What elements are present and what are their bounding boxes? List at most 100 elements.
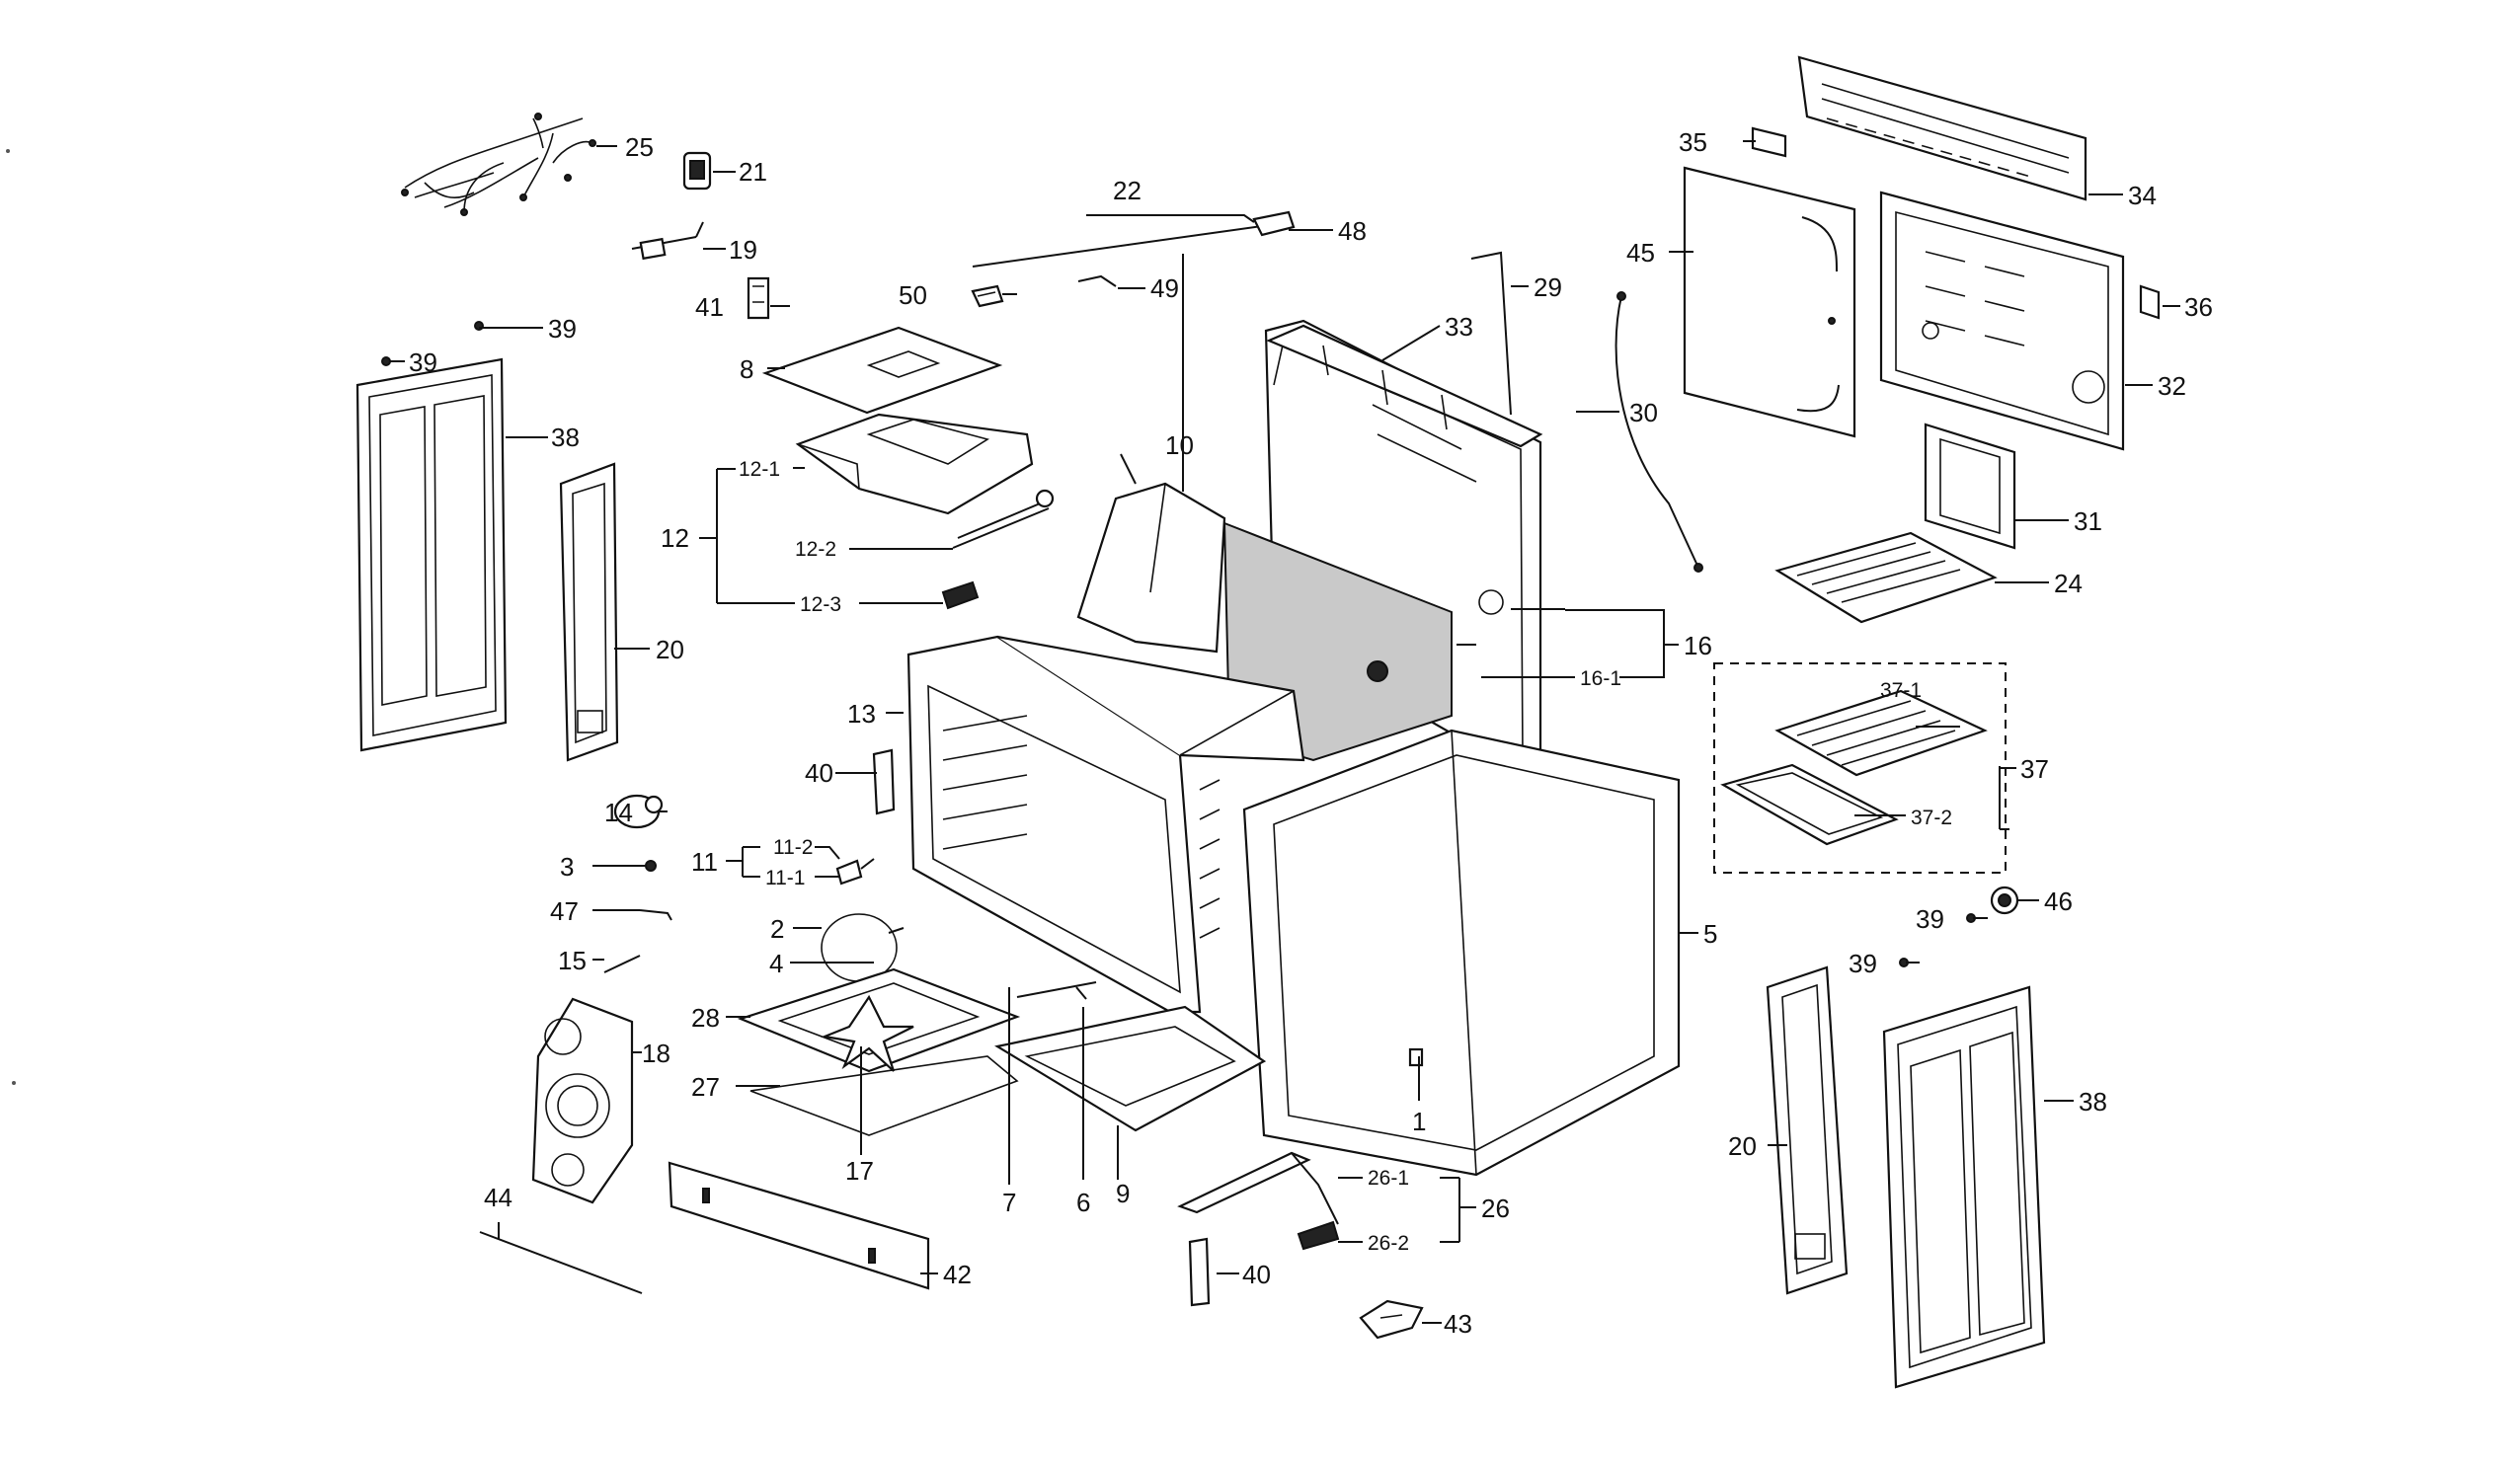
label-35: 35 bbox=[1679, 127, 1707, 157]
label-39-b: 39 bbox=[409, 347, 437, 377]
label-11-2: 11-2 bbox=[773, 836, 813, 859]
part-20-left-side-trim bbox=[559, 462, 619, 762]
label-16-1: 16-1 bbox=[1580, 667, 1621, 690]
label-38-a: 38 bbox=[551, 423, 580, 452]
part-37-1-rack bbox=[1774, 689, 1988, 777]
label-40-a: 40 bbox=[805, 758, 833, 788]
part-17-fan-blade bbox=[820, 994, 914, 1072]
label-16: 16 bbox=[1684, 631, 1712, 660]
label-17: 17 bbox=[845, 1156, 874, 1186]
label-26-1: 26-1 bbox=[1368, 1167, 1409, 1190]
part-19-power-cord bbox=[631, 221, 704, 261]
label-30: 30 bbox=[1629, 398, 1658, 427]
part-6-7-trims bbox=[1016, 981, 1097, 1000]
part-45-panel bbox=[1683, 166, 1856, 438]
part-20-right-side-trim bbox=[1766, 965, 1849, 1295]
part-25-wire-harness bbox=[401, 113, 596, 216]
label-10: 10 bbox=[1165, 430, 1194, 460]
label-6: 6 bbox=[1076, 1188, 1090, 1217]
label-3: 3 bbox=[560, 852, 574, 882]
part-34-rear-panel-top bbox=[1797, 55, 2087, 201]
part-33-top-bracket bbox=[1266, 324, 1543, 448]
part-21-switch bbox=[682, 151, 712, 191]
part-12-3-sensor bbox=[941, 580, 980, 610]
label-4: 4 bbox=[769, 949, 783, 978]
label-46: 46 bbox=[2044, 887, 2073, 916]
label-25: 25 bbox=[625, 132, 654, 162]
label-11: 11 bbox=[691, 847, 718, 877]
label-37-2: 37-2 bbox=[1911, 807, 1952, 829]
part-30-cable bbox=[1614, 291, 1703, 573]
label-33: 33 bbox=[1445, 312, 1473, 342]
label-50: 50 bbox=[899, 280, 927, 310]
part-22-rod bbox=[972, 224, 1270, 268]
label-22: 22 bbox=[1113, 176, 1142, 205]
label-5: 5 bbox=[1703, 919, 1717, 949]
label-8: 8 bbox=[740, 354, 753, 384]
label-41: 41 bbox=[695, 292, 724, 322]
part-10-top-shield bbox=[1076, 482, 1226, 654]
part-48-connector bbox=[1252, 210, 1296, 237]
part-38-left-side-panel bbox=[355, 357, 508, 752]
part-14-knob bbox=[613, 794, 664, 829]
label-9: 9 bbox=[1116, 1179, 1130, 1208]
part-36-bracket bbox=[2139, 284, 2161, 320]
label-36: 36 bbox=[2184, 292, 2213, 322]
part-38-right-side-panel bbox=[1882, 985, 2046, 1389]
label-39-d: 39 bbox=[1849, 949, 1877, 978]
part-44-rod bbox=[479, 1231, 643, 1294]
label-48: 48 bbox=[1338, 216, 1367, 246]
leader-lines bbox=[390, 140, 2180, 1324]
label-27: 27 bbox=[691, 1072, 720, 1102]
part-8-top-cover bbox=[761, 326, 1003, 415]
label-12-1: 12-1 bbox=[739, 458, 780, 481]
part-26-bracket bbox=[1177, 1151, 1340, 1251]
part-31-box bbox=[1924, 423, 2016, 550]
label-34: 34 bbox=[2128, 181, 2157, 210]
label-13: 13 bbox=[847, 699, 876, 729]
label-37: 37 bbox=[2020, 754, 2049, 784]
label-11-1: 11-1 bbox=[765, 867, 805, 889]
label-18: 18 bbox=[642, 1039, 670, 1068]
label-7: 7 bbox=[1002, 1188, 1016, 1217]
part-40-bracket-upper bbox=[872, 748, 896, 815]
part-27-plate bbox=[749, 1055, 1019, 1136]
part-11-sensor bbox=[835, 858, 875, 886]
part-12-1-duct bbox=[795, 413, 1034, 515]
label-12: 12 bbox=[661, 523, 689, 553]
part-9-base-tray bbox=[994, 1005, 1267, 1132]
label-21: 21 bbox=[739, 157, 767, 187]
part-46-knob bbox=[1990, 886, 2019, 915]
label-20-a: 20 bbox=[656, 635, 684, 664]
label-44: 44 bbox=[484, 1183, 512, 1212]
label-28: 28 bbox=[691, 1003, 720, 1033]
label-49: 49 bbox=[1150, 273, 1179, 303]
part-41-bracket bbox=[747, 276, 770, 320]
label-32: 32 bbox=[2158, 371, 2186, 401]
label-12-2: 12-2 bbox=[795, 538, 836, 561]
label-42: 42 bbox=[943, 1260, 972, 1289]
label-37-1: 37-1 bbox=[1880, 679, 1922, 702]
part-29-wire bbox=[1470, 251, 1512, 416]
part-15-spring bbox=[603, 955, 641, 973]
part-43-clip bbox=[1359, 1299, 1424, 1340]
part-42-drawer-front bbox=[668, 1161, 930, 1290]
label-20-b: 20 bbox=[1728, 1131, 1757, 1161]
label-45: 45 bbox=[1626, 238, 1655, 268]
part-47-rod bbox=[639, 909, 672, 921]
part-18-fan-cover bbox=[531, 997, 634, 1204]
label-2: 2 bbox=[770, 914, 784, 944]
label-1: 1 bbox=[1412, 1107, 1426, 1136]
part-50-clip bbox=[971, 284, 1004, 308]
part-1-screw bbox=[1408, 1047, 1424, 1067]
part-35-cover bbox=[1751, 126, 1787, 158]
part-number-labels: 25 21 19 41 39 39 38 20 8 12-1 12 12-2 1… bbox=[409, 127, 2213, 1339]
part-37-2-pan bbox=[1720, 763, 1899, 846]
label-31: 31 bbox=[2074, 506, 2102, 536]
part-40-bracket-lower bbox=[1188, 1237, 1211, 1307]
label-43: 43 bbox=[1444, 1309, 1472, 1339]
label-24: 24 bbox=[2054, 569, 2083, 598]
label-29: 29 bbox=[1534, 272, 1562, 302]
part-12-2-bracket bbox=[952, 489, 1055, 549]
label-26-2: 26-2 bbox=[1368, 1232, 1409, 1255]
